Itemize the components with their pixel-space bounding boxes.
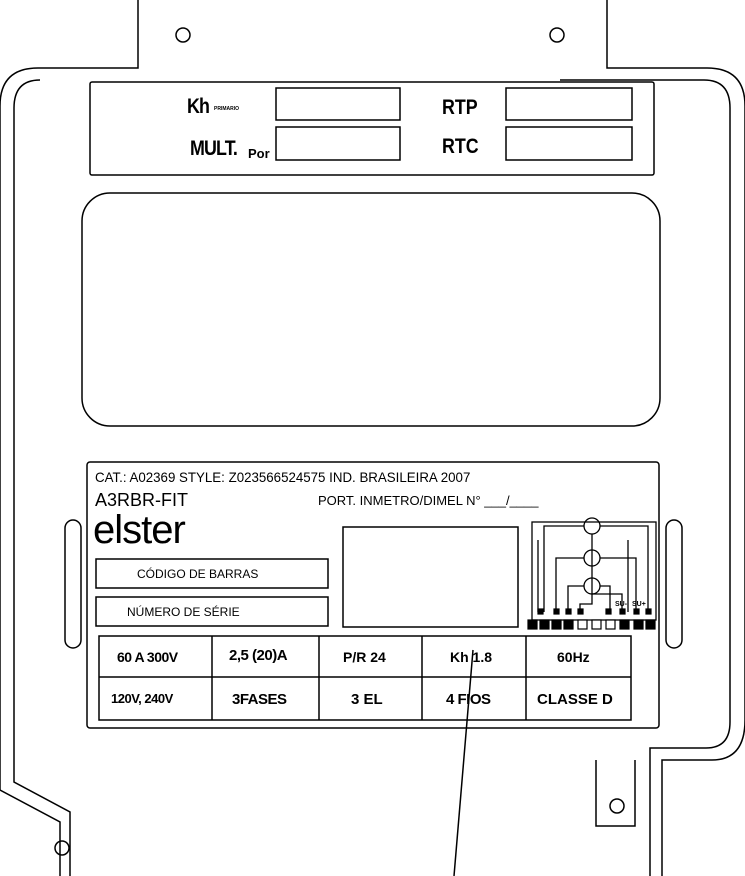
kh-field (275, 87, 401, 121)
spec-cell: 3FASES (232, 691, 287, 708)
spec-cell: 60Hz (557, 649, 590, 665)
callout-leader-line (453, 649, 474, 876)
spec-cell: 2,5 (20)A (229, 647, 288, 664)
model-number: A3RBR-FIT (95, 490, 189, 510)
spec-cell: P/R 24 (343, 649, 386, 665)
barcode-box (95, 558, 329, 589)
mounting-hole-bottom-right (609, 798, 625, 814)
spec-cell: 60 A 300V (117, 649, 178, 665)
mounting-hole-top-right (549, 27, 565, 43)
kh-sublabel: PRIMARIO (214, 106, 239, 112)
inner-border (13, 79, 731, 876)
spec-cell: 3 EL (351, 691, 383, 708)
brand-logo: elster (93, 508, 186, 552)
rtc-field (505, 126, 633, 161)
mult-field (275, 126, 401, 161)
kh-label: Kh (187, 95, 210, 118)
rtp-field (505, 87, 633, 121)
rtp-label: RTP (442, 96, 478, 119)
side-slot-right (665, 519, 683, 649)
label-window (342, 526, 519, 628)
side-slot-left (64, 519, 82, 649)
barcode-label: CÓDIGO DE BARRAS (137, 567, 259, 581)
header-box (89, 81, 655, 176)
display-window (81, 192, 661, 427)
spec-cell: 120V, 240V (111, 691, 173, 706)
mult-label: MULT. (190, 137, 238, 160)
mounting-hole-bottom-left (54, 840, 70, 856)
mounting-hole-top-left (175, 27, 191, 43)
serial-box (95, 596, 329, 627)
bottom-right-tab (595, 760, 636, 827)
spec-table-grid (98, 635, 632, 721)
rtc-label: RTC (442, 135, 479, 158)
spec-cell: CLASSE D (537, 691, 613, 708)
terminal-blocks (527, 608, 656, 630)
port-inmetro: PORT. INMETRO/DIMEL N° ___/____ (318, 493, 539, 508)
wiring-diagram (531, 517, 657, 621)
nameplate-panel (86, 461, 660, 729)
spec-cell: Kh 1.8 (450, 649, 493, 665)
terminal-label-su-minus: SU- (615, 601, 628, 608)
catalog-line: CAT.: A02369 STYLE: Z023566524575 IND. B… (95, 469, 471, 485)
spec-cell: 4 FIOS (446, 691, 491, 708)
mult-sublabel: Por (248, 146, 270, 161)
serial-label: NÚMERO DE SÉRIE (127, 605, 240, 619)
terminal-label-su-plus: SU+ (632, 601, 646, 608)
